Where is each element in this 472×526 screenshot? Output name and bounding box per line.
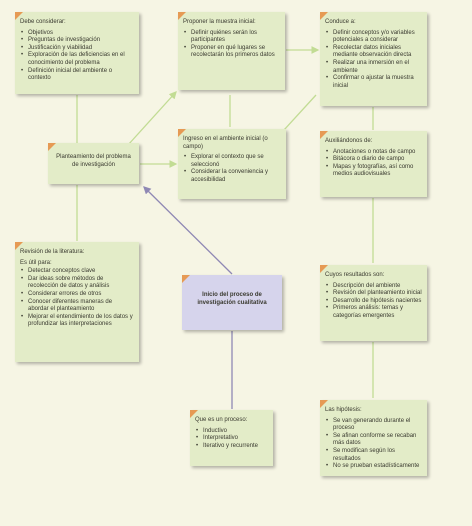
considerar-heading: Debe considerar: <box>20 19 66 25</box>
corner-accent <box>182 275 190 283</box>
conduce-list: Definir conceptos y/o variables potencia… <box>325 30 422 91</box>
central-box: Inicio del proceso de investigación cual… <box>182 275 282 330</box>
muestra-box: Proponer la muestra inicial: Definir qui… <box>178 12 285 90</box>
list-item: Conocer diferentes maneras de abordar el… <box>20 299 134 314</box>
corner-accent <box>48 143 56 151</box>
literatura-list: Detectar conceptos clave Dar ideas sobre… <box>20 268 134 329</box>
proceso-box: Que es un proceso: Inductivo Interpretat… <box>190 410 273 466</box>
resultados-heading: Cuyos resultados son: <box>325 272 385 278</box>
list-item: Considerar errores de otros <box>20 291 134 299</box>
list-item: Realizar una inmersión en el ambiente <box>325 60 422 75</box>
connector-ingreso-conduce <box>283 94 317 131</box>
list-item: No se prueban estadísticamente <box>325 463 422 471</box>
list-item: Desarrollo de hipótesis nacientes <box>325 298 422 306</box>
considerar-list: Objetivos Preguntas de investigación Jus… <box>20 30 134 83</box>
resultados-list: Descripción del ambiente Revisión del pl… <box>325 283 422 321</box>
list-item: Iterativo y recurrente <box>195 443 268 451</box>
corner-accent <box>15 12 23 20</box>
considerar-box: Debe considerar: Objetivos Preguntas de … <box>15 12 139 94</box>
conduce-heading: Conduce a: <box>325 19 356 25</box>
list-item: Descripción del ambiente <box>325 283 422 291</box>
list-item: Recolectar datos iniciales mediante obse… <box>325 45 422 60</box>
literatura-heading: Revisión de la literatura: <box>20 249 85 255</box>
corner-accent <box>320 131 328 139</box>
hipotesis-heading: Las hipótesis: <box>325 407 362 413</box>
list-item: Inductivo <box>195 428 268 436</box>
list-item: Exploración de las deficiencias en el co… <box>20 52 134 67</box>
proceso-list: Inductivo Interpretativo Iterativo y rec… <box>195 428 268 451</box>
corner-accent <box>15 242 23 250</box>
corner-accent <box>178 12 186 20</box>
corner-accent <box>178 129 186 137</box>
auxiliandonos-box: Auxiliándonos de: Anotaciones o notas de… <box>320 131 427 197</box>
ingreso-heading: Ingreso en el ambiente inicial (o campo) <box>183 136 268 150</box>
list-item: Considerar la conveniencia y accesibilid… <box>183 169 281 184</box>
corner-accent <box>320 12 328 20</box>
list-item: Proponer en qué lugares se recolectarán … <box>183 45 280 60</box>
list-item: Definir conceptos y/o variables potencia… <box>325 30 422 45</box>
list-item: Se afinan conforme se recaban más datos <box>325 433 422 448</box>
ingreso-list: Explorar el contexto que se seleccionó C… <box>183 154 281 184</box>
hipotesis-list: Se van generando durante el proceso Se a… <box>325 418 422 471</box>
list-item: Preguntas de investigación <box>20 37 134 45</box>
conduce-box: Conduce a: Definir conceptos y/o variabl… <box>320 12 427 106</box>
list-item: Se modifican según los resultados <box>325 448 422 463</box>
list-item: Definir quiénes serán los participantes <box>183 30 280 45</box>
list-item: Dar ideas sobre métodos de recolección d… <box>20 276 134 291</box>
list-item: Bitácora o diario de campo <box>325 156 422 164</box>
connector-central-planteamiento <box>143 186 233 275</box>
auxiliandonos-list: Anotaciones o notas de campo Bitácora o … <box>325 149 422 179</box>
list-item: Explorar el contexto que se seleccionó <box>183 154 281 169</box>
literatura-subheading: Es útil para: <box>20 259 52 266</box>
auxiliandonos-heading: Auxiliándonos de: <box>325 138 373 144</box>
proceso-heading: Que es un proceso: <box>195 417 248 423</box>
list-item: Detectar conceptos clave <box>20 268 134 276</box>
list-item: Mapas y fotografías, así como medios aud… <box>325 164 422 179</box>
list-item: Definición inicial del ambiente o contex… <box>20 68 134 83</box>
corner-accent <box>320 265 328 273</box>
planteamiento-heading: Planteamiento del problema de investigac… <box>56 154 131 168</box>
central-heading: Inicio del proceso de investigación cual… <box>197 292 267 306</box>
list-item: Justificación y viabilidad <box>20 45 134 53</box>
corner-accent <box>320 400 328 408</box>
list-item: Primeros análisis: temas y categorías em… <box>325 305 422 320</box>
list-item: Interpretativo <box>195 435 268 443</box>
muestra-list: Definir quiénes serán los participantes … <box>183 30 280 60</box>
list-item: Se van generando durante el proceso <box>325 418 422 433</box>
list-item: Revisión del planteamiento inicial <box>325 290 422 298</box>
list-item: Mejorar el entendimiento de los datos y … <box>20 314 134 329</box>
list-item: Confirmar o ajustar la muestra inicial <box>325 75 422 90</box>
hipotesis-box: Las hipótesis: Se van generando durante … <box>320 400 427 476</box>
list-item: Anotaciones o notas de campo <box>325 149 422 157</box>
connector-planteamiento-muestra <box>127 91 177 146</box>
muestra-heading: Proponer la muestra inicial: <box>183 19 256 25</box>
list-item: Objetivos <box>20 30 134 38</box>
literatura-box: Revisión de la literatura: Es útil para:… <box>15 242 139 362</box>
planteamiento-box: Planteamiento del problema de investigac… <box>48 143 139 184</box>
ingreso-box: Ingreso en el ambiente inicial (o campo)… <box>178 129 286 199</box>
resultados-box: Cuyos resultados son: Descripción del am… <box>320 265 427 341</box>
corner-accent <box>190 410 198 418</box>
